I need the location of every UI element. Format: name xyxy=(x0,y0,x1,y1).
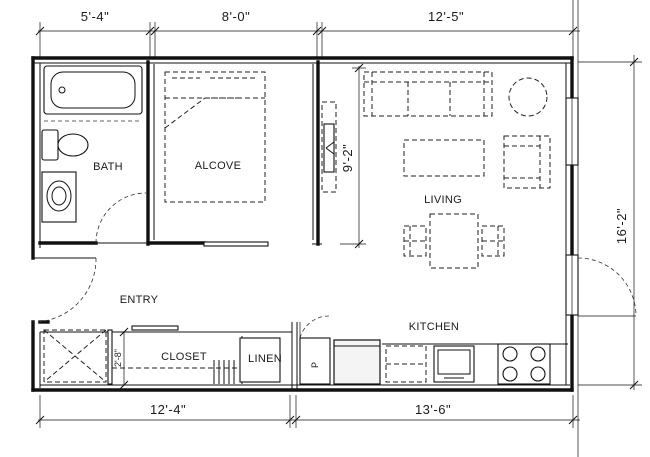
top-dimension-line xyxy=(35,0,580,57)
room-label-linen: LINEN xyxy=(248,353,282,365)
room-label-living: LIVING xyxy=(424,194,462,206)
room-label-closet: CLOSET xyxy=(161,351,207,363)
coffee-table xyxy=(403,139,485,177)
bed xyxy=(164,71,266,203)
dim-top-middle: 8'-0" xyxy=(222,9,250,24)
closet-depth-dimension xyxy=(119,327,129,390)
dim-closet-depth: 2'-8" xyxy=(113,349,123,367)
room-label-entry: ENTRY xyxy=(120,294,159,306)
round-side-table xyxy=(508,77,548,117)
dim-bottom-left: 12'-4" xyxy=(150,402,186,417)
cooktop xyxy=(497,343,551,385)
alcove-sliding-panel xyxy=(203,241,269,247)
closet-hangers xyxy=(213,360,235,384)
window-upper xyxy=(565,97,579,166)
balcony-door xyxy=(577,257,637,317)
sofa xyxy=(363,71,493,117)
room-label-bath: BATH xyxy=(93,161,123,173)
right-dimension-line xyxy=(578,55,642,390)
window-lower xyxy=(565,254,579,316)
room-label-kitchen: KITCHEN xyxy=(409,321,459,333)
toilet xyxy=(41,129,89,161)
exterior-walls xyxy=(31,56,574,392)
dim-top-left: 5'-4" xyxy=(81,9,109,24)
room-label-pantry: P xyxy=(310,362,320,368)
sink-vanity xyxy=(41,171,77,223)
refrigerator xyxy=(333,339,381,385)
dim-right-height: 16'-2" xyxy=(614,208,629,244)
room-label-alcove: ALCOVE xyxy=(195,160,241,172)
dishwasher xyxy=(433,345,475,383)
pantry xyxy=(299,315,331,385)
interior-walls xyxy=(38,60,322,324)
dim-bottom-right: 13'-6" xyxy=(415,402,451,417)
bottom-dimension-line xyxy=(35,395,580,428)
bath-door xyxy=(95,192,147,244)
closet-structure xyxy=(40,322,298,390)
dim-alcove-height: 9'-2" xyxy=(340,144,355,172)
dim-top-right: 12'-5" xyxy=(428,9,464,24)
entry-door xyxy=(32,257,97,323)
media-shelf xyxy=(321,101,337,193)
bathtub xyxy=(43,65,143,122)
dining-set xyxy=(403,213,505,269)
armchair xyxy=(503,135,551,189)
alcove-height-dimension xyxy=(340,63,366,249)
